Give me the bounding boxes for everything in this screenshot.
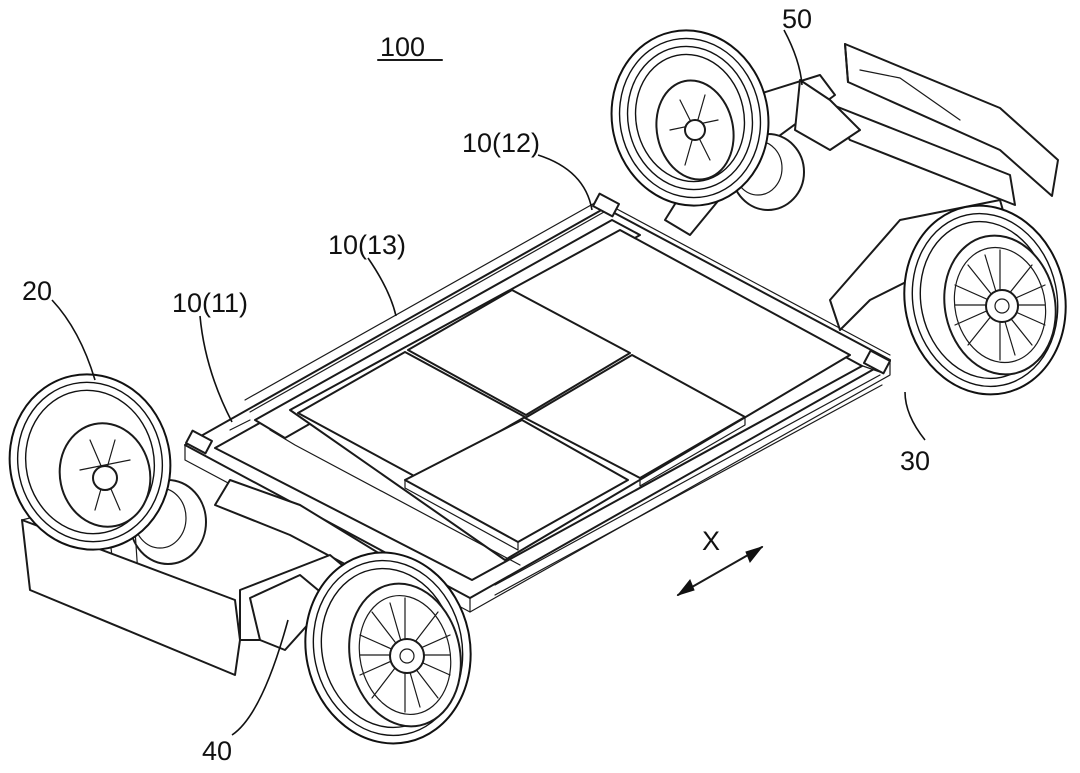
label-battery-frame-front: 10(11)	[172, 288, 248, 318]
label-direction: X	[702, 526, 720, 556]
wheel-rear-right	[903, 204, 1067, 396]
direction-arrow	[676, 546, 764, 596]
label-battery-frame-side: 10(13)	[328, 230, 406, 260]
wheel-rear-left	[610, 29, 770, 207]
leader-lines	[51, 29, 926, 736]
label-battery-frame-rear: 10(12)	[462, 128, 540, 158]
label-front-suspension: 40	[202, 736, 232, 766]
label-assembly: 100	[380, 32, 425, 62]
label-rear-suspension: 50	[782, 4, 812, 34]
wheel-front-left	[8, 373, 172, 551]
battery-module-grid	[297, 289, 746, 551]
label-rear-wheel: 30	[900, 446, 930, 476]
label-front-wheel: 20	[22, 276, 52, 306]
wheel-front-right	[304, 551, 472, 745]
